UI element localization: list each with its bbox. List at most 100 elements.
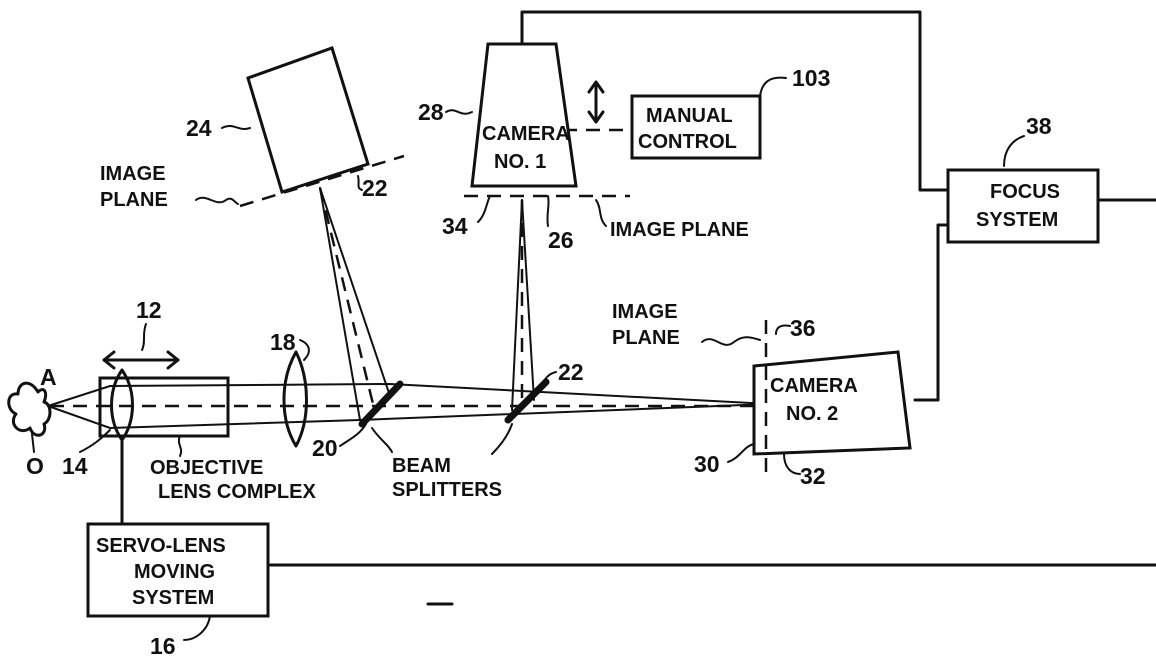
relay-lens: [282, 350, 308, 448]
ref-30: 30: [694, 451, 720, 477]
ref-32: 32: [800, 463, 826, 489]
ref-38-leader: [1003, 135, 1025, 167]
ref-32-leader: [783, 453, 801, 475]
ref-14: 14: [62, 453, 88, 479]
objective-label-2: LENS COMPLEX: [158, 481, 316, 503]
ref-28: 28: [418, 99, 444, 125]
image-plane-left-2: PLANE: [100, 189, 168, 211]
connection-lines: [120, 10, 1156, 567]
manual-control-label-1: MANUAL: [646, 105, 733, 127]
image-plane-right-2: PLANE: [612, 327, 680, 349]
ref-30-leader: [727, 443, 755, 463]
ray-cam24-right: [319, 187, 391, 397]
ray-cam1-left: [511, 199, 523, 411]
camera-2: CAMERA NO. 2 IMAGE PLANE 36 30 32: [612, 301, 912, 489]
ref-12: 12: [136, 297, 162, 323]
ref-103: 103: [792, 65, 830, 91]
camera-24-body: [246, 46, 370, 194]
focus-system-label-1: FOCUS: [990, 181, 1060, 203]
label-origin-o: O: [26, 453, 44, 479]
objective-lens-element: [110, 368, 134, 442]
ref-34-leader: [477, 195, 491, 223]
object-outline: [7, 381, 52, 437]
beam-label-leader-2: [491, 423, 513, 455]
camera-2-label-2: NO. 2: [786, 403, 838, 425]
image-plane-mid-label: IMAGE PLANE: [610, 219, 749, 241]
beam-splitters: 20 22 BEAM SPLITTERS: [312, 359, 584, 501]
focus-system-box: [946, 168, 1100, 244]
camera2-to-focus-line: [913, 223, 950, 402]
beam-splitters-label-1: BEAM: [392, 455, 451, 477]
ref-18-leader: [299, 339, 310, 361]
image-plane-right-leader: [701, 336, 761, 346]
manual-control-label-2: CONTROL: [638, 131, 737, 153]
object-specimen: A O: [7, 364, 57, 479]
object-stem: [31, 433, 35, 453]
ref-22-top: 22: [362, 175, 388, 201]
ref-22-mid-leader: [539, 371, 557, 387]
beam-splitter-20: [358, 380, 404, 428]
camera-1-label-2: NO. 1: [494, 151, 546, 173]
relay-lens-18: 18: [270, 329, 310, 448]
ray-cam1-right: [521, 199, 535, 401]
manual-control-box: [630, 94, 762, 160]
ref-28-leader: [445, 109, 473, 115]
focus-arrow-up: [587, 80, 605, 94]
servo-label-2: MOVING: [134, 561, 215, 583]
ref-16-leader: [183, 615, 211, 641]
servo-lens-box: [86, 522, 270, 618]
label-point-a: A: [40, 364, 57, 390]
camera-2-label-1: CAMERA: [770, 375, 858, 397]
focus-system: FOCUS SYSTEM 38: [946, 113, 1100, 244]
camera-2-body: [752, 350, 912, 456]
objective-label-1: OBJECTIVE: [150, 457, 263, 479]
ref-24: 24: [186, 115, 212, 141]
ref-20: 20: [312, 435, 338, 461]
ref-14-leader: [79, 429, 111, 453]
focus-arrow-down: [587, 110, 605, 124]
beam-splitters-label-2: SPLITTERS: [392, 479, 502, 501]
beam-splitter-22: [504, 378, 550, 424]
ray-lower: [47, 403, 771, 430]
servo-lens-system: SERVO-LENS MOVING SYSTEM 16: [86, 522, 270, 658]
ref-36-leader: [775, 324, 791, 335]
ref-16: 16: [150, 633, 176, 658]
ref-34: 34: [442, 213, 468, 239]
ref-18: 18: [270, 329, 296, 355]
ref-38: 38: [1026, 113, 1052, 139]
image-plane-left-1: IMAGE: [100, 163, 166, 185]
focus-system-label-2: SYSTEM: [976, 209, 1058, 231]
manual-control: MANUAL CONTROL 103: [630, 65, 830, 160]
ref-103-leader: [759, 76, 787, 97]
ref-20-leader: [339, 423, 367, 447]
objective-housing: [98, 376, 230, 438]
objective-lens-complex: 12 14 OBJECTIVE LENS COMPLEX: [62, 297, 316, 503]
image-plane-mid-leader: [595, 199, 607, 227]
beam-label-leader-1: [371, 427, 393, 453]
camera-1: CAMERA NO. 1 28 34 26 IMAGE PLANE: [418, 42, 749, 253]
ref-12-leader: [141, 323, 147, 351]
camera-1-body: [470, 42, 578, 188]
ref-26: 26: [548, 227, 574, 253]
ray-upper: [47, 382, 771, 407]
servo-label-1: SERVO-LENS: [96, 535, 226, 557]
objective-leader: [177, 435, 183, 457]
servo-label-3: SYSTEM: [132, 587, 214, 609]
ref-24-leader: [221, 125, 251, 130]
camera-24: 24 22 IMAGE PLANE: [100, 46, 405, 211]
image-plane-left-line: [239, 154, 405, 208]
image-plane-right-1: IMAGE: [612, 301, 678, 323]
ray-cam24-axis: [318, 187, 376, 409]
ref-36: 36: [790, 315, 816, 341]
image-plane-left-leader: [195, 196, 239, 205]
lens-arrow-head-right: [166, 350, 180, 370]
ref-26-leader: [546, 195, 550, 227]
ray-cam24-left: [319, 187, 361, 421]
camera-1-label-1: CAMERA: [482, 123, 570, 145]
camera1-to-focus-line: [520, 10, 950, 192]
ref-22-top-leader: [357, 175, 363, 191]
ref-22-mid: 22: [558, 359, 584, 385]
lens-arrow-head-left: [102, 350, 116, 370]
